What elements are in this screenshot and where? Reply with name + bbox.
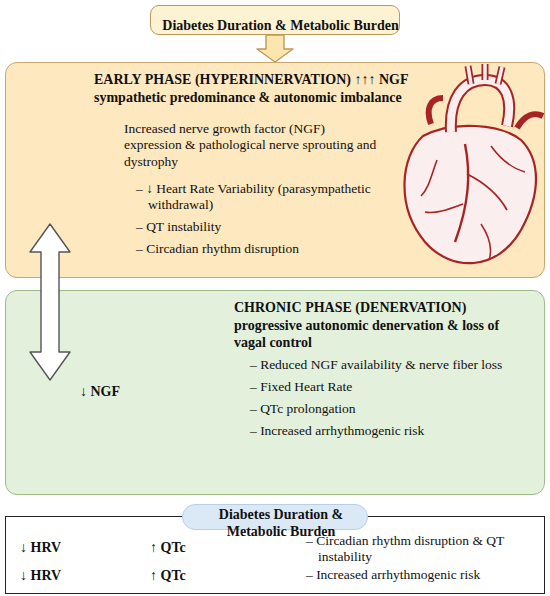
phase-box: CHRONIC PHASE (DENERVATION)progressive a… — [5, 290, 545, 495]
phase-heading: EARLY PHASE (HYPERINNERVATION) ↑↑↑ NGF — [94, 71, 494, 88]
list-item: – QT instability — [136, 219, 381, 235]
list-item: – Circadian rhythm disruption & QT insta… — [306, 533, 538, 566]
coronary-vessel — [421, 160, 437, 196]
heart-illustration — [385, 64, 545, 276]
stage-box: Diabetes Duration & Metabolic Burden — [150, 5, 400, 35]
ngf-marker: ↓ NGF — [80, 383, 160, 400]
phase-subheading: progressive autonomic denervation & loss… — [234, 317, 534, 351]
summary-label: Diabetes Duration & Metabolic Burden — [182, 504, 368, 530]
box-title: Diabetes Duration & Metabolic Burden — [157, 12, 404, 39]
coronary-vessel — [455, 144, 468, 242]
coronary-vessel — [425, 204, 463, 213]
list-item: – ↓ Heart Rate Variability (parasympathe… — [136, 181, 381, 214]
coronary-vessel — [467, 174, 507, 210]
coronary-vessel — [491, 146, 525, 172]
phase-heading: CHRONIC PHASE (DENERVATION) — [234, 299, 534, 316]
list-item: – Increased arrhythmogenic risk — [250, 423, 540, 439]
flow-arrow — [257, 35, 293, 62]
list-item: – Increased arrhythmogenic risk — [306, 567, 538, 583]
qtc-marker: ↑ QTc — [150, 539, 240, 556]
list-item: – QTc prolongation — [250, 401, 540, 417]
summary-title: Diabetes Duration & Metabolic Burden — [189, 511, 373, 535]
body-text: Increased nerve growth factor (NGF) expr… — [124, 121, 379, 170]
qtc-marker: ↑ QTc — [150, 567, 240, 584]
list-item: – Reduced NGF availability & nerve fiber… — [250, 357, 540, 373]
hrv-marker: ↓ HRV — [20, 539, 110, 556]
phase-subheading: sympathetic predominance & autonomic imb… — [94, 89, 454, 106]
list-item: – Fixed Heart Rate — [250, 379, 540, 395]
coronary-vessel — [481, 224, 491, 260]
double-arrow — [30, 224, 70, 380]
hrv-marker: ↓ HRV — [20, 567, 110, 584]
list-item: – Circadian rhythm disruption — [136, 241, 381, 257]
